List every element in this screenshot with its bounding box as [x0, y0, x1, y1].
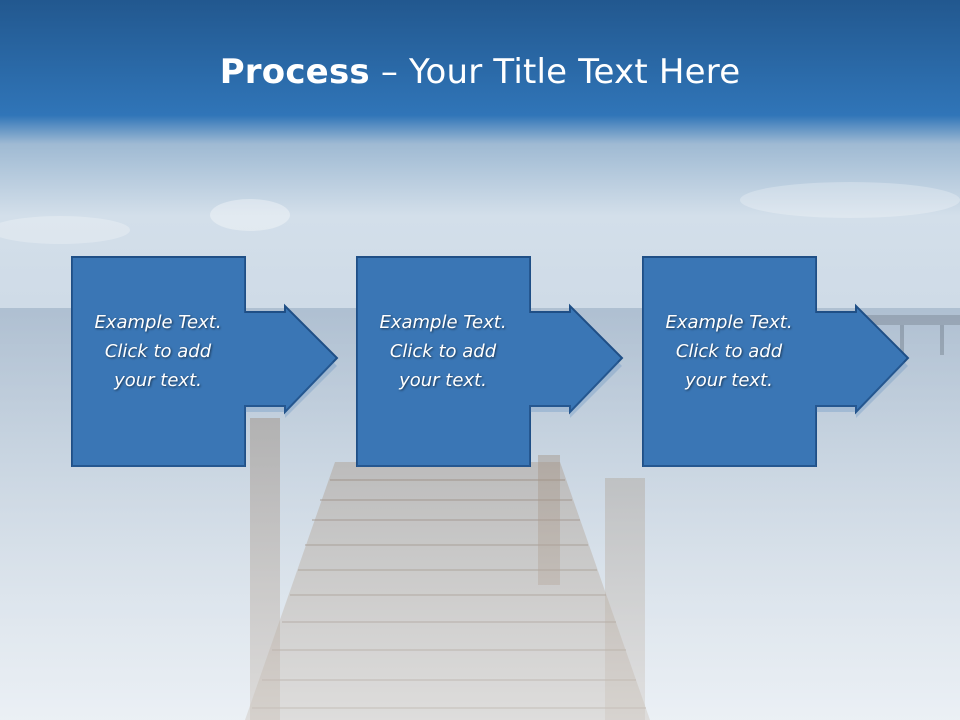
arrow-box-reflection — [643, 258, 908, 467]
arrow-box-reflection — [357, 258, 622, 467]
step-text[interactable]: Example Text. Click to add your text. — [94, 312, 222, 391]
title-rest: – Your Title Text Here — [369, 52, 741, 92]
step-text[interactable]: Example Text. Click to add your text. — [379, 312, 507, 391]
slide-title[interactable]: Process – Your Title Text Here — [0, 52, 960, 92]
arrow-box-shape — [71, 256, 339, 467]
arrow-box-shape — [642, 256, 910, 467]
title-bold: Process — [219, 52, 370, 92]
arrow-box-shape — [356, 256, 624, 467]
arrow-box-reflection — [72, 258, 337, 467]
step-text[interactable]: Example Text. Click to add your text. — [665, 312, 793, 391]
